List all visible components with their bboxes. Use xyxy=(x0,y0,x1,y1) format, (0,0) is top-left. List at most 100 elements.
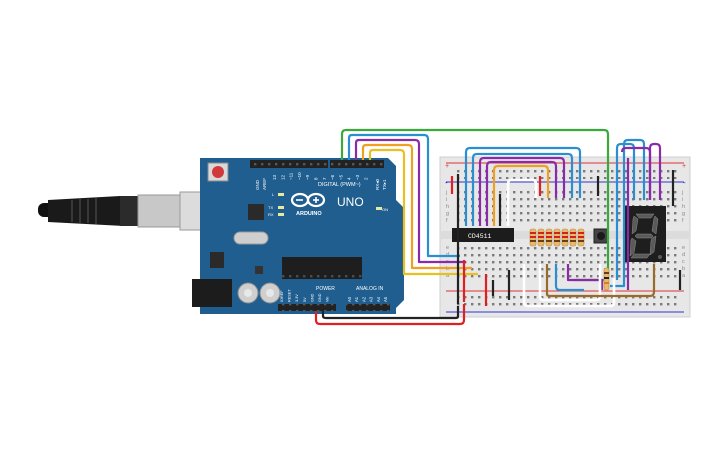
display-dp xyxy=(658,255,662,259)
rail-bottom-holes xyxy=(455,295,679,309)
wire-blue-6[interactable] xyxy=(554,264,584,292)
row-label: g xyxy=(682,211,685,217)
usb-plug-grip xyxy=(120,196,138,226)
gnd-label-top: GND xyxy=(255,179,260,190)
analog-pin-label: A1 xyxy=(354,296,359,302)
resistor-band xyxy=(546,236,552,238)
wire-white-3[interactable] xyxy=(522,264,616,308)
resistor-band xyxy=(546,232,552,234)
rx-pin-label: RX◂0 xyxy=(375,178,380,190)
wire-blue-1[interactable] xyxy=(347,133,460,258)
pull-down-resistor[interactable] xyxy=(603,267,610,291)
analog-pin-label: A2 xyxy=(361,296,366,302)
resistor-band xyxy=(530,236,536,238)
wire-yellow-1[interactable] xyxy=(368,148,478,276)
wire-blue-4[interactable] xyxy=(615,142,636,280)
analog-in-label: ANALOG IN xyxy=(356,286,384,292)
resistor-band xyxy=(570,240,576,242)
digital-pin-label: ~10 xyxy=(297,172,302,180)
resistor-band xyxy=(530,232,536,234)
push-button[interactable] xyxy=(593,228,609,244)
power-pin-label: 5V xyxy=(303,297,307,302)
resistor[interactable] xyxy=(553,228,561,247)
resistor-band xyxy=(538,232,544,234)
resistor[interactable] xyxy=(529,228,537,247)
digital-pin-label: 13 xyxy=(272,174,277,180)
usb-grip-ridges xyxy=(71,198,97,224)
arduino-brand-label: ARDUINO xyxy=(296,211,322,217)
voltage-regulator xyxy=(210,252,224,268)
power-pin-label: GND xyxy=(318,293,322,302)
atmega-chip xyxy=(282,257,362,279)
rail-plus-label-right: + xyxy=(682,163,686,170)
analog-pin-label: A4 xyxy=(376,296,381,302)
wire-purple-2[interactable] xyxy=(478,156,566,226)
power-pin-label: RESET xyxy=(288,289,292,302)
resistor[interactable] xyxy=(569,228,577,247)
wire-black-gnd[interactable] xyxy=(321,306,460,320)
aref-label: AREF xyxy=(262,178,267,190)
rail-plus-label: + xyxy=(445,163,449,170)
power-pin-label: IOREF xyxy=(280,290,284,302)
wire-purple-1[interactable] xyxy=(354,138,466,264)
reset-button[interactable] xyxy=(212,166,224,178)
rail-minus-label: - xyxy=(445,178,448,187)
wire-white-2[interactable] xyxy=(538,264,602,302)
led-tx-label: TX xyxy=(268,205,273,210)
digital-pin-label: ~3 xyxy=(355,174,360,180)
rail-top-holes xyxy=(455,167,679,179)
digital-pin-label: ~6 xyxy=(330,174,335,180)
resistor-band xyxy=(562,240,568,242)
resistor[interactable] xyxy=(561,228,569,247)
resistor-band xyxy=(538,236,544,238)
wire-purple-7[interactable] xyxy=(566,264,604,290)
resistor-band xyxy=(562,236,568,238)
digital-pin-label: ~11 xyxy=(289,172,294,180)
crystal xyxy=(233,231,269,245)
resistor[interactable] xyxy=(577,228,585,247)
wire-orange-2[interactable] xyxy=(492,164,550,226)
resistor-band xyxy=(578,236,584,238)
chip-body xyxy=(452,228,514,242)
row-label: j xyxy=(681,190,683,196)
digital-pin-label: 8 xyxy=(314,177,319,180)
led-on xyxy=(376,207,382,210)
row-label: f xyxy=(446,218,448,224)
wire-blue-5[interactable] xyxy=(610,138,646,288)
wire-purple-6[interactable] xyxy=(648,142,662,200)
digital-pin-label: 2 xyxy=(363,177,368,180)
row-label: c xyxy=(682,259,685,265)
resistor-band xyxy=(554,240,560,242)
usb-chip xyxy=(248,204,264,220)
wire-white-1[interactable] xyxy=(506,178,538,226)
led-on-label: ON xyxy=(382,207,388,212)
wire-purple-3[interactable] xyxy=(485,160,558,226)
usb-cable[interactable] xyxy=(38,191,231,231)
row-label: f xyxy=(682,218,684,224)
wire-orange-1[interactable] xyxy=(361,143,472,270)
rail-minus-label-right: - xyxy=(683,178,686,187)
digital-pin-label: 4 xyxy=(347,177,352,180)
tx-pin-label: TX▸1 xyxy=(382,179,387,190)
resistor-array[interactable] xyxy=(529,228,585,247)
wire-green[interactable] xyxy=(340,128,610,282)
usb-plug-metal xyxy=(137,194,181,228)
analog-pin-label: A0 xyxy=(347,296,352,302)
row-label: j xyxy=(445,190,447,196)
resistor-band xyxy=(578,232,584,234)
wire-brown-1[interactable] xyxy=(545,264,656,298)
wire-red-5v[interactable] xyxy=(314,304,466,326)
cd4511-chip[interactable]: CD4511 xyxy=(452,228,514,242)
resistor[interactable] xyxy=(545,228,553,247)
digital-pin-label: ~5 xyxy=(338,174,343,180)
row-label: i xyxy=(446,197,447,203)
seven-segment-display[interactable] xyxy=(624,206,666,262)
wire-blue-3[interactable] xyxy=(471,152,574,226)
power-jack xyxy=(192,279,232,307)
resistor[interactable] xyxy=(537,228,545,247)
wire-blue-2[interactable] xyxy=(464,146,582,226)
digital-pwm-label: DIGITAL (PWM~) xyxy=(318,182,361,188)
